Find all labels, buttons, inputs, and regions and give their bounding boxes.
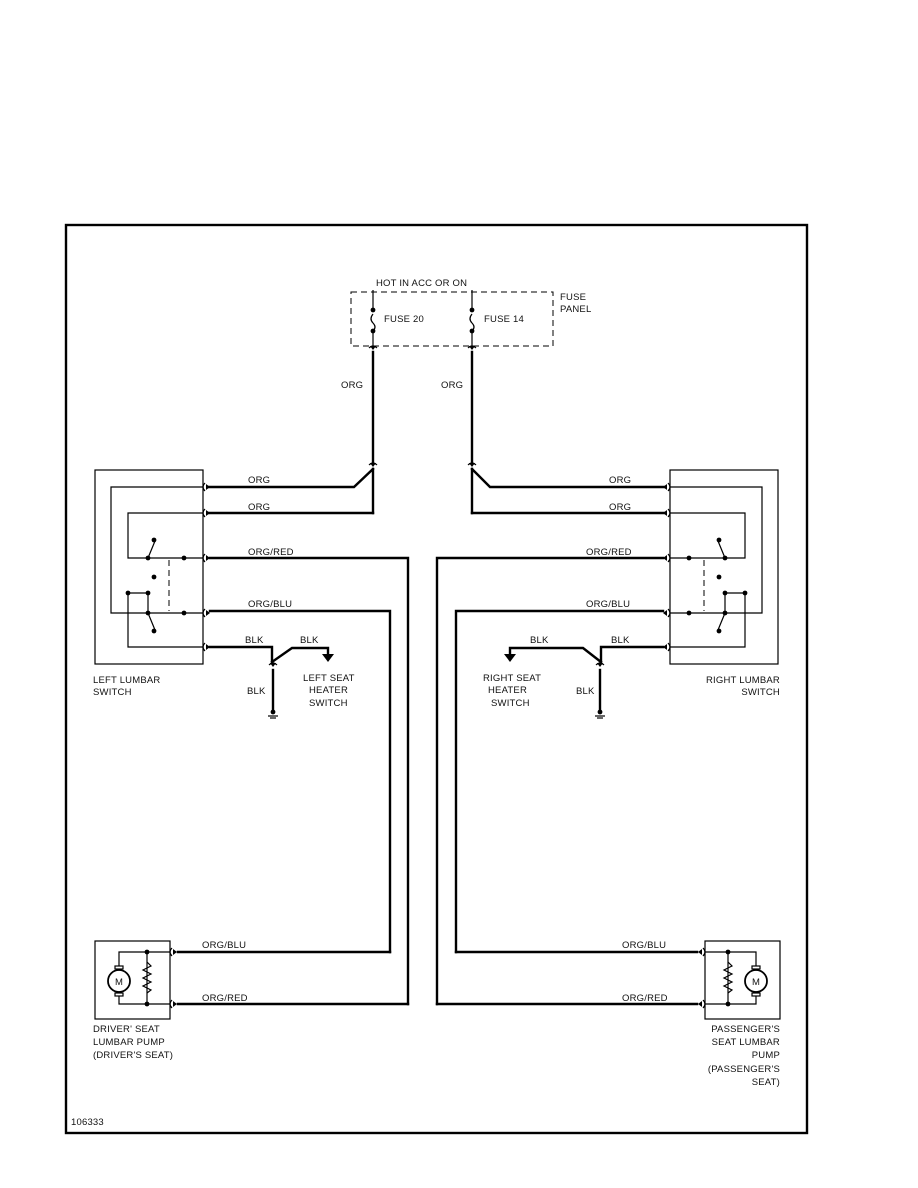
wire-label-org-left-2: ORG — [248, 502, 270, 513]
wire-label-org-blu-right: ORG/BLU — [586, 599, 630, 610]
driver-pump-label-3: (DRIVER'S SEAT) — [93, 1050, 173, 1061]
left-lumbar-switch-label: LEFT LUMBAR — [93, 675, 161, 686]
right-lumbar-switch — [669, 469, 779, 665]
wire-label-blk-left-3: BLK — [247, 686, 266, 697]
wire-org-red-left — [208, 556, 410, 1006]
passenger-pump-label-4: (PASSENGER'S — [708, 1064, 780, 1075]
right-lumbar-switch-label-2: SWITCH — [741, 687, 780, 698]
right-lumbar-switch-label: RIGHT LUMBAR — [706, 675, 780, 686]
wire-label-org-red-driver: ORG/RED — [202, 993, 248, 1004]
fuse-14-label: FUSE 14 — [484, 314, 524, 325]
motor-icon — [744, 969, 768, 993]
driver-lumbar-pump — [94, 940, 171, 1020]
passenger-pump-label-5: SEAT) — [752, 1077, 780, 1088]
wire-label-org-right-2: ORG — [609, 502, 631, 513]
wire-label-blk-right-3: BLK — [576, 686, 595, 697]
fuse-panel — [350, 290, 554, 351]
left-lumbar-switch — [94, 469, 204, 665]
wire-org-red-right — [435, 556, 665, 1006]
passenger-pump-label-2: SEAT LUMBAR — [712, 1037, 780, 1048]
wire-label-org-red-left: ORG/RED — [248, 547, 294, 558]
driver-motor-label: M — [115, 977, 123, 988]
left-seat-heater-label-2: HEATER — [309, 685, 348, 696]
wire-label-blk-right-1: BLK — [530, 635, 549, 646]
wire-label-org-red-passenger: ORG/RED — [622, 993, 668, 1004]
right-seat-heater-label-2: HEATER — [488, 685, 527, 696]
passenger-motor-label: M — [752, 977, 760, 988]
left-seat-heater-label-3: SWITCH — [309, 698, 348, 709]
wire-label-org-blu-driver: ORG/BLU — [202, 940, 246, 951]
wire-label-org-red-right: ORG/RED — [586, 547, 632, 558]
fuse-panel-label: FUSE — [560, 292, 586, 303]
wire-org-blu-left — [208, 609, 392, 954]
passenger-lumbar-pump — [704, 940, 781, 1020]
wire-label-org-left-1: ORG — [248, 475, 270, 486]
wire-label-org-right-1: ORG — [609, 475, 631, 486]
wire-label-blk-left-1: BLK — [245, 635, 264, 646]
wire-label-blk-right-2: BLK — [611, 635, 630, 646]
fuse-20-label: FUSE 20 — [384, 314, 424, 325]
motor-icon — [107, 969, 131, 993]
right-seat-heater-label-3: SWITCH — [491, 698, 530, 709]
left-lumbar-switch-label-2: SWITCH — [93, 687, 132, 698]
wire-label-blk-left-2: BLK — [300, 635, 319, 646]
wire-label-org-blu-left: ORG/BLU — [248, 599, 292, 610]
diagram-frame — [64, 223, 809, 1135]
wire-org-blu-right — [454, 609, 665, 954]
fuse-panel-label-2: PANEL — [560, 304, 591, 315]
passenger-pump-label: PASSENGER'S — [711, 1024, 780, 1035]
hot-label: HOT IN ACC OR ON — [376, 278, 467, 289]
right-seat-heater-label: RIGHT SEAT — [483, 673, 541, 684]
wire-label-org-blu-passenger: ORG/BLU — [622, 940, 666, 951]
figure-id: 106333 — [71, 1117, 104, 1128]
wire-label-org-left-feed: ORG — [341, 380, 363, 391]
driver-pump-label: DRIVER' SEAT — [93, 1024, 160, 1035]
driver-pump-label-2: LUMBAR PUMP — [93, 1037, 165, 1048]
left-seat-heater-label: LEFT SEAT — [303, 673, 355, 684]
passenger-pump-label-3: PUMP — [752, 1050, 780, 1061]
wire-label-org-right-feed: ORG — [441, 380, 463, 391]
